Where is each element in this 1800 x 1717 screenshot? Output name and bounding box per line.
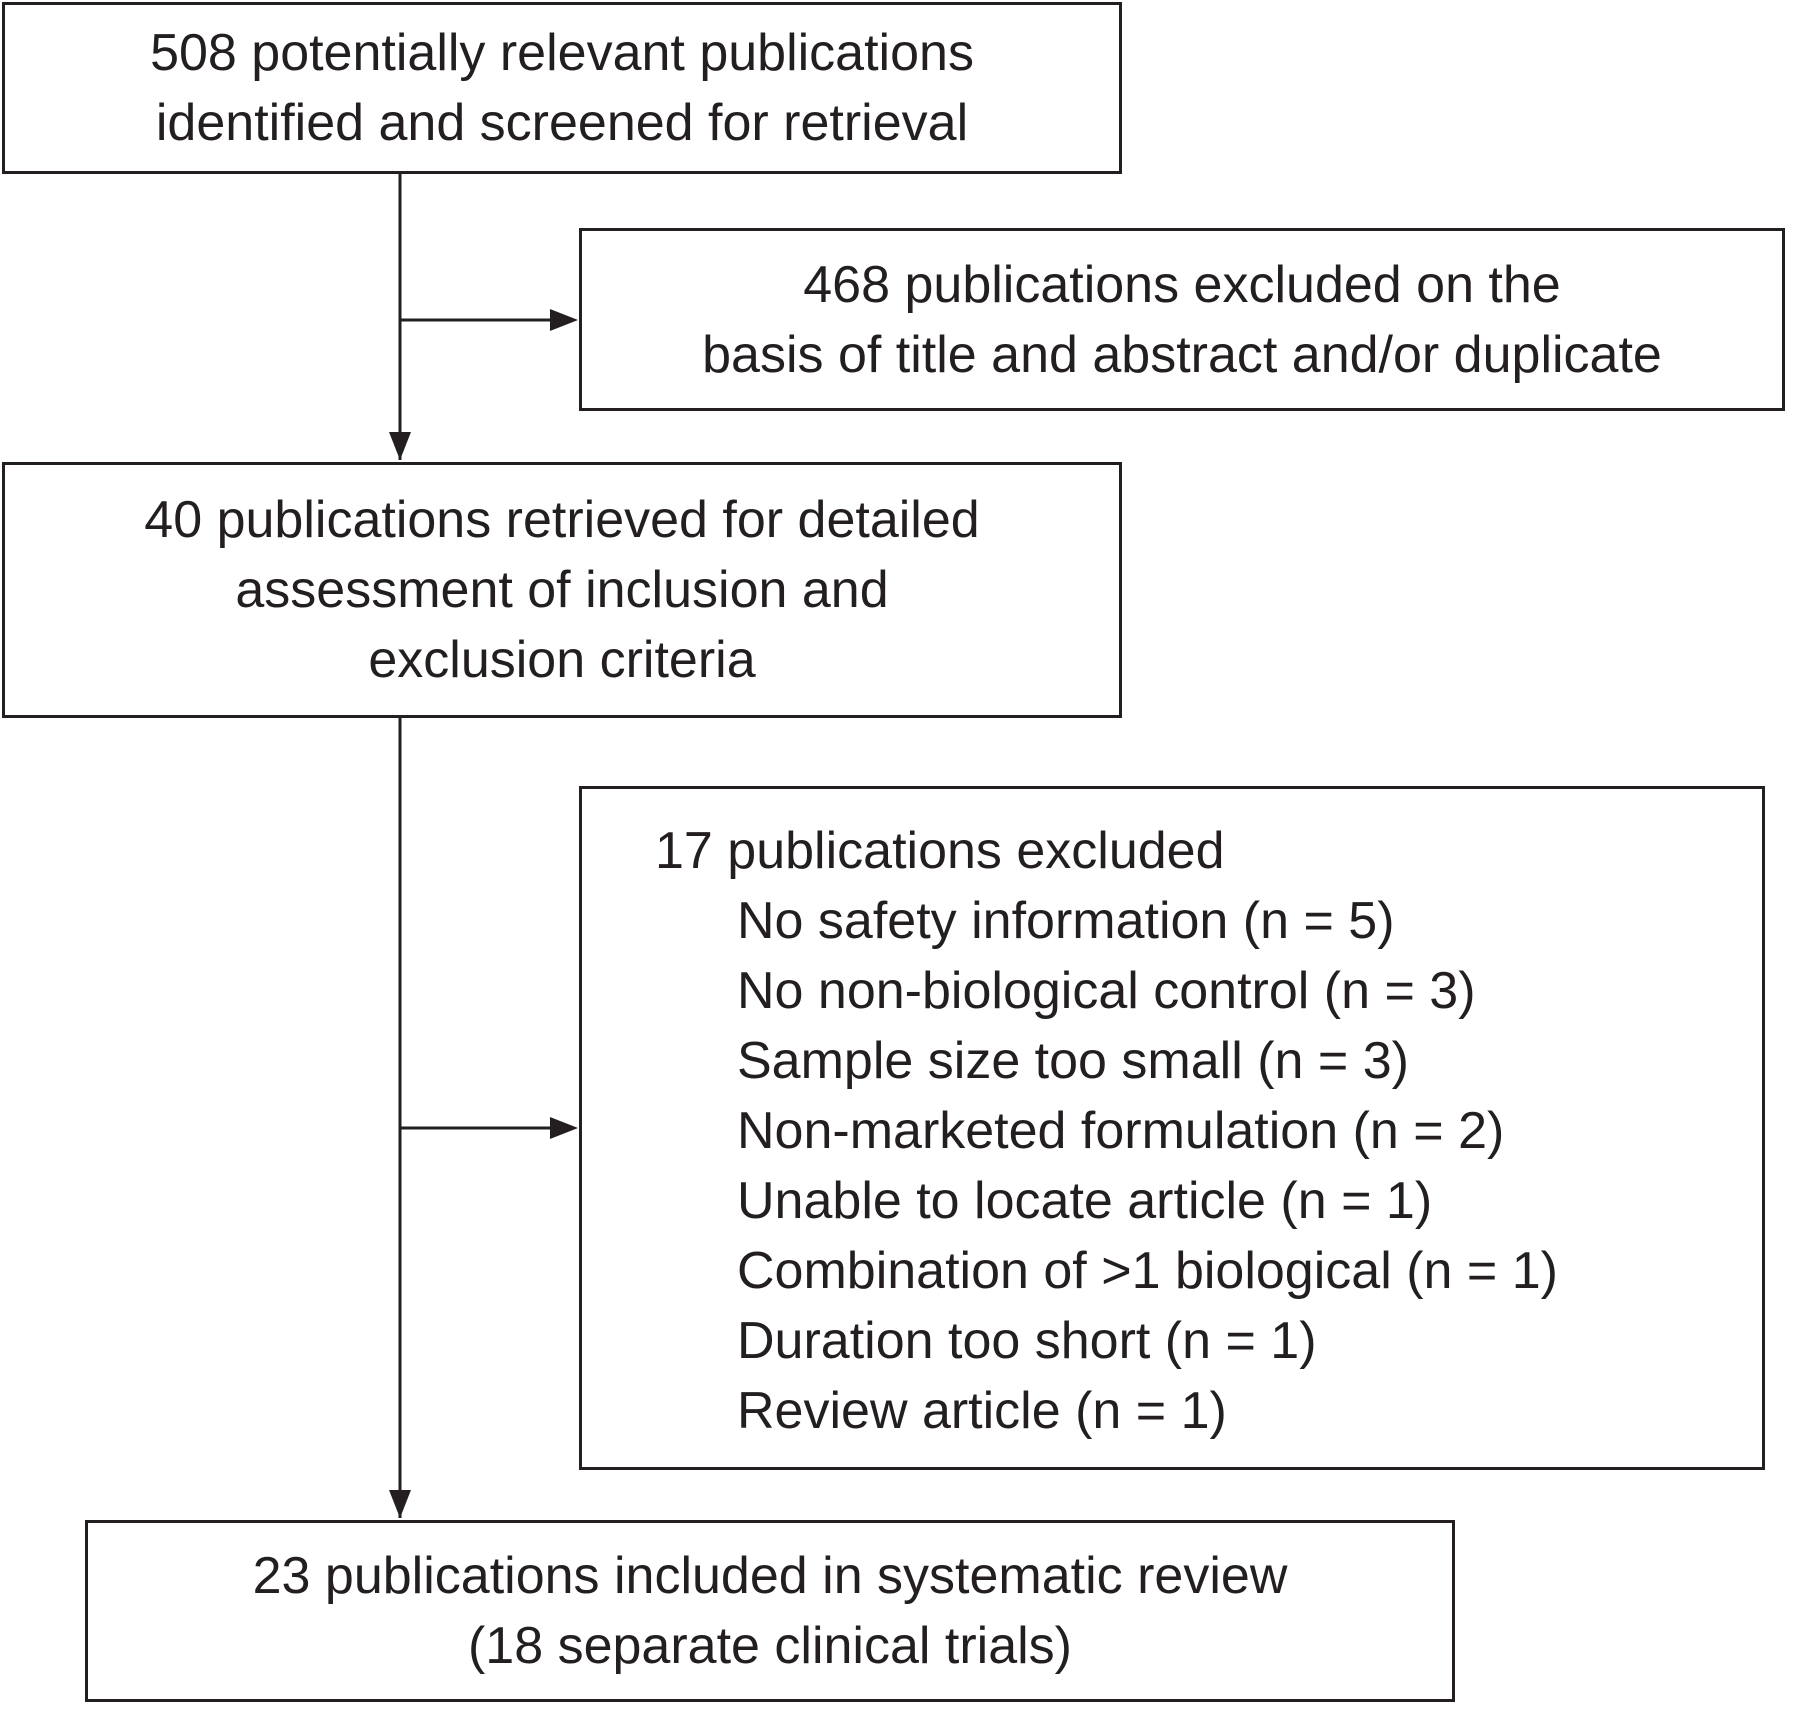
retrieved-line-1: 40 publications retrieved for detailed [144, 491, 980, 549]
exclusion-reason: Duration too short (n = 1) [737, 1312, 1317, 1370]
included-line-1: 23 publications included in systematic r… [252, 1547, 1288, 1605]
arrowhead-excluded-detail [550, 1117, 578, 1139]
arrowhead-included [389, 1490, 411, 1518]
retrieved-line-3: exclusion criteria [368, 631, 756, 689]
included-box: 23 publications included in systematic r… [85, 1520, 1455, 1702]
exclusion-reason: Unable to locate article (n = 1) [737, 1172, 1433, 1230]
exclusion-reason: No safety information (n = 5) [737, 892, 1395, 950]
included-line-2: (18 separate clinical trials) [467, 1617, 1073, 1675]
exclusion-reason: Non-marketed formulation (n = 2) [737, 1102, 1505, 1160]
identified-line-1: 508 potentially relevant publications [150, 24, 974, 82]
identified-box: 508 potentially relevant publications id… [2, 2, 1122, 174]
exclusion-reason: No non-biological control (n = 3) [737, 962, 1476, 1020]
excluded-detail-box: 17 publications excluded No safety infor… [579, 786, 1765, 1470]
exclusion-reason: Combination of >1 biological (n = 1) [737, 1242, 1558, 1300]
exclusion-reason: Sample size too small (n = 3) [737, 1032, 1409, 1090]
excluded-detail-heading: 17 publications excluded [655, 822, 1225, 880]
exclusion-reason: Review article (n = 1) [737, 1382, 1227, 1440]
excluded-title-box: 468 publications excluded on the basis o… [579, 228, 1785, 411]
retrieved-box: 40 publications retrieved for detailed a… [2, 462, 1122, 718]
arrowhead-retrieved [389, 432, 411, 460]
excluded-title-line-1: 468 publications excluded on the [803, 255, 1561, 314]
exclusion-reasons-list: No safety information (n = 5) No non-bio… [737, 886, 1558, 1446]
retrieved-line-2: assessment of inclusion and [235, 561, 889, 619]
excluded-title-line-2: basis of title and abstract and/or dupli… [702, 325, 1662, 384]
identified-line-2: identified and screened for retrieval [155, 94, 969, 152]
arrowhead-excluded-title [550, 309, 578, 331]
